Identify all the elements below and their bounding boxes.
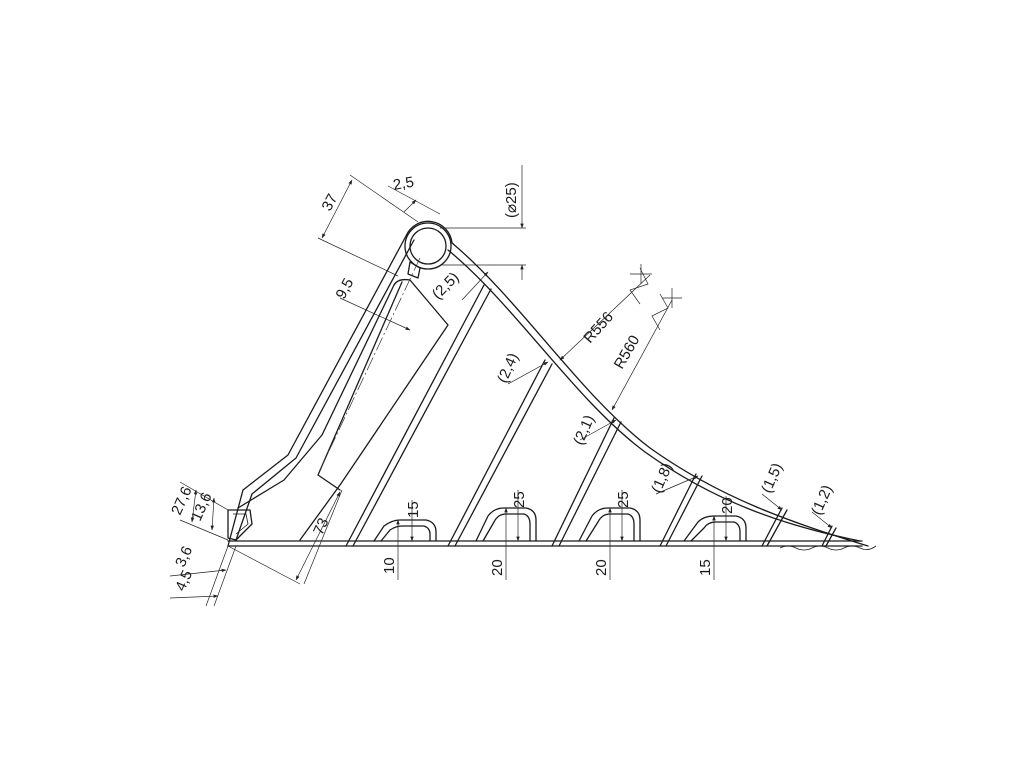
dim-slot-1-width: 15	[405, 501, 422, 518]
dim-slot-4-height: 15	[697, 559, 714, 576]
dim-rib-5: (1,2)	[808, 483, 836, 518]
dim-pin-diameter: (⌀25)	[503, 182, 520, 218]
dim-rib-4: (1,5)	[758, 461, 786, 496]
ribs	[345, 284, 837, 547]
dim-top-wall: 2,5	[392, 174, 415, 194]
dim-slot-2-width: 25	[511, 491, 528, 508]
dim-base-length: 73	[310, 515, 332, 537]
dim-rib-3: (1,8)	[648, 461, 676, 496]
dim-slot-3-height: 20	[593, 559, 610, 576]
dim-foot-wall-1: 3,6	[172, 544, 196, 570]
dim-hinge-offset: 37	[319, 191, 342, 214]
dimension-labels: 37 2,5 (⌀25) (2,5) 9,5 R556 R560 (2,4) (…	[168, 174, 836, 594]
base-slots	[373, 507, 747, 542]
dim-slot-1-height: 10	[381, 557, 398, 574]
dim-outer-radius: R556	[580, 309, 617, 347]
profile-outline	[227, 220, 877, 551]
centre-line	[319, 257, 421, 471]
dim-foot-wall-2: 4,5	[172, 568, 196, 594]
dim-slot-4-width: 20	[719, 497, 736, 514]
dim-inner-offset: 9,5	[333, 275, 358, 301]
dim-inner-radius: R560	[611, 332, 644, 372]
dim-rib-1: (2,4)	[494, 351, 522, 386]
dim-slot-2-height: 20	[489, 559, 506, 576]
dim-hinge-wall: (2,5)	[429, 269, 463, 303]
dimension-lines	[169, 165, 833, 607]
dim-rib-2: (2,1)	[570, 413, 598, 448]
dim-slot-3-width: 25	[615, 491, 632, 508]
